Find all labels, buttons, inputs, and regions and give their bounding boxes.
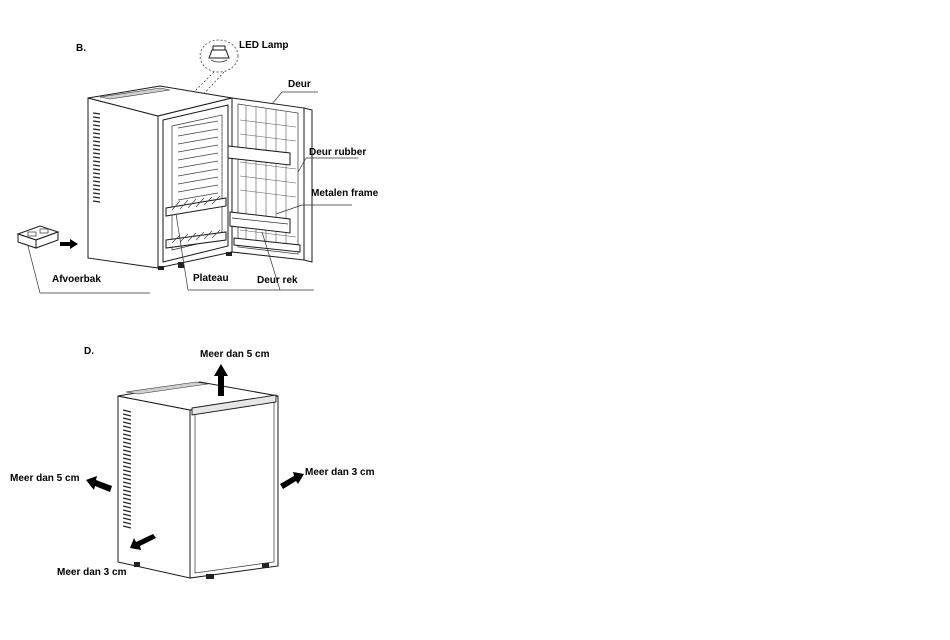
label-door-rack: Deur rek <box>257 275 298 287</box>
section-d-letter: D. <box>84 346 94 358</box>
label-led-lamp: LED Lamp <box>239 40 288 52</box>
led-lamp-icon <box>209 46 229 62</box>
open-fridge-diagram <box>18 40 358 293</box>
arrow-left-icon <box>86 476 112 492</box>
drip-tray-arrow <box>60 239 78 249</box>
open-door <box>232 98 304 260</box>
label-door: Deur <box>288 79 311 91</box>
section-b-letter: B. <box>76 43 86 55</box>
label-clearance-back: Meer dan 3 cm <box>57 567 126 579</box>
label-metal-frame: Metalen frame <box>311 188 378 200</box>
arrow-right-icon <box>280 472 304 489</box>
drip-tray <box>18 226 58 248</box>
fridge-door <box>190 396 278 578</box>
closed-fridge-diagram <box>86 364 304 579</box>
cabinet-side <box>88 98 158 268</box>
label-clearance-right: Meer dan 3 cm <box>305 467 374 479</box>
label-drip-tray: Afvoerbak <box>52 274 101 286</box>
label-clearance-top: Meer dan 5 cm <box>200 349 269 361</box>
label-clearance-left: Meer dan 5 cm <box>10 473 79 485</box>
label-door-rubber: Deur rubber <box>309 147 366 159</box>
label-plateau: Plateau <box>193 273 229 285</box>
